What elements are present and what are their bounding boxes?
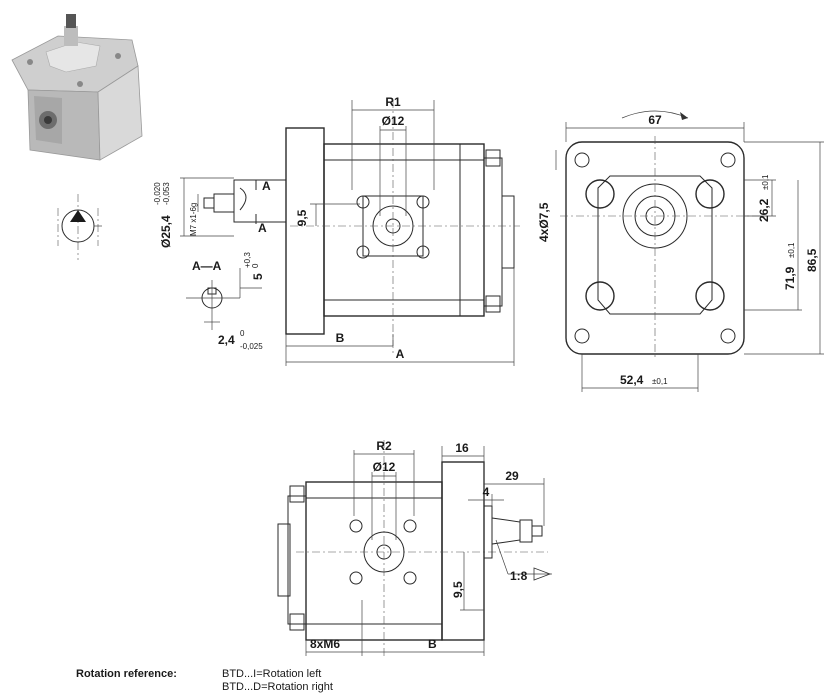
rear-r2-label: R2 xyxy=(376,439,392,453)
section-marker-top: A xyxy=(262,179,271,193)
section-a-a xyxy=(186,268,262,330)
pump-photo xyxy=(11,14,143,161)
flange-71-9-tol: ±0,1 xyxy=(787,242,796,258)
front-b-label: B xyxy=(336,331,345,345)
shaft-diameter-tol-upper: -0,020 xyxy=(153,182,162,205)
key-width-tol-lower: -0,025 xyxy=(240,342,263,351)
key-width-tol-upper: 0 xyxy=(240,329,245,338)
key-width-label: 2,4 xyxy=(218,333,235,347)
rear-b-label: B xyxy=(428,637,437,651)
rear-view xyxy=(277,440,552,656)
key-height-label: 5 xyxy=(251,273,265,280)
shaft-thread-label: M7 x1-6g xyxy=(189,203,198,236)
front-bore-label: Ø12 xyxy=(382,114,405,128)
front-a-label: A xyxy=(396,347,405,361)
front-r1-label: R1 xyxy=(385,95,401,109)
flange-86-5-label: 86,5 xyxy=(805,248,819,272)
rotation-legend-label: Rotation reference: xyxy=(76,668,177,680)
section-marker-bottom: A xyxy=(258,221,267,235)
flange-26-2-tol: ±0,1 xyxy=(761,174,770,190)
front-view xyxy=(180,100,520,366)
key-height-tol-upper: +0,3 xyxy=(243,252,252,268)
shaft-diameter-label: Ø25,4 xyxy=(159,215,173,248)
key-height-tol-lower: 0 xyxy=(251,263,260,268)
rotation-right-text: BTD...D=Rotation right xyxy=(222,681,333,693)
rear-bore-label: Ø12 xyxy=(373,460,396,474)
rear-16-label: 16 xyxy=(455,441,469,455)
flange-view xyxy=(555,110,824,392)
flange-52-4-tol: ±0,1 xyxy=(652,377,668,386)
flange-26-2-label: 26,2 xyxy=(757,198,771,222)
hydraulic-pump-symbol xyxy=(57,194,102,260)
front-9-5-label: 9,5 xyxy=(295,209,309,226)
rotation-left-text: BTD...I=Rotation left xyxy=(222,668,322,680)
flange-52-4-label: 52,4 xyxy=(620,373,644,387)
section-title: A—A xyxy=(192,259,222,273)
rear-29-label: 29 xyxy=(505,469,519,483)
flange-width-label: 67 xyxy=(648,113,662,127)
rear-9-5-label: 9,5 xyxy=(451,581,465,598)
shaft-diameter-tol-lower: -0,053 xyxy=(162,182,171,205)
flange-holes-label: 4xØ7,5 xyxy=(537,202,551,242)
rear-4-label: 4 xyxy=(483,485,490,499)
rear-taper-label: 1:8 xyxy=(510,569,528,583)
rear-thread-label: 8xM6 xyxy=(310,637,340,651)
flange-71-9-label: 71,9 xyxy=(783,266,797,290)
